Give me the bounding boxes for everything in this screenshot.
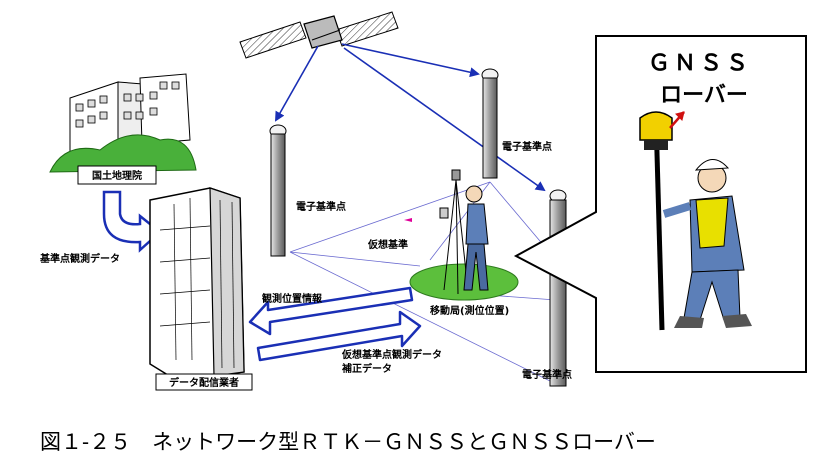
satellite-icon	[239, 11, 399, 59]
gnss-rover-callout	[513, 35, 807, 373]
satellite-signal-lines	[275, 43, 546, 192]
gsi-building-icon	[49, 73, 197, 185]
electronic-reference-point-top	[481, 68, 499, 179]
gsi-label: 国土地理院	[92, 169, 142, 182]
electronic-reference-point-left	[269, 124, 287, 257]
figure-caption: 図１-２５ ネットワーク型ＲＴＫ－ＧＮＳＳとＧＮＳＳローバー	[40, 430, 656, 454]
reference-data-label: 基準点観測データ	[39, 252, 120, 265]
virtual-station-mark	[404, 218, 412, 222]
callout-title-line2: ローバー	[660, 83, 748, 108]
electronic-point-top-label: 電子基準点	[502, 140, 552, 153]
exchange-arrows	[248, 286, 422, 362]
electronic-reference-point-right	[549, 189, 567, 387]
rover-station-icon	[409, 169, 519, 301]
observed-position-label: 観測位置情報	[262, 292, 323, 305]
virtual-data-label-line2: 補正データ	[341, 362, 392, 375]
rover-station-label: 移動局(測位位置)	[430, 304, 509, 317]
callout-title-line1: ＧＮＳＳ	[648, 51, 752, 76]
virtual-data-label-line1: 仮想基準点観測データ	[341, 348, 442, 361]
data-provider-building-icon	[149, 187, 253, 391]
data-provider-label: データ配信業者	[169, 376, 239, 389]
virtual-station-label: 仮想基準	[367, 238, 408, 251]
electronic-point-right-label: 電子基準点	[522, 368, 572, 381]
electronic-point-left-label: 電子基準点	[296, 200, 346, 213]
